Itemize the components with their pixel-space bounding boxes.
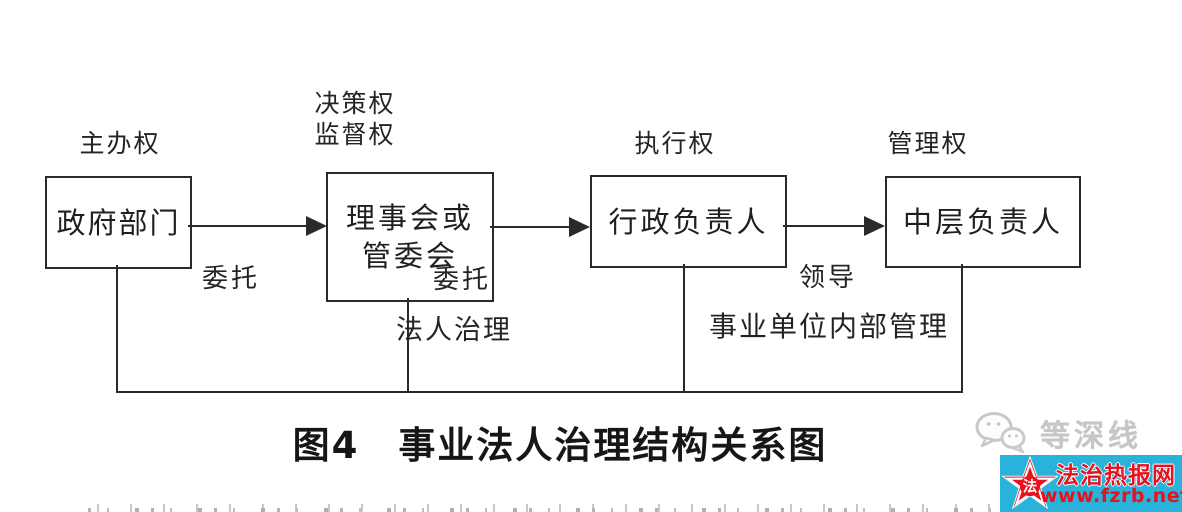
edge-label-entrust-2: 委托 — [432, 265, 491, 295]
site-badge-name: 法治热报网 — [1056, 463, 1176, 489]
connector-executive-drop — [683, 264, 685, 393]
arrowhead-icon — [569, 217, 590, 237]
site-badge-url: www.fzrb.net — [1040, 485, 1182, 507]
region-label-legal-governance: 法人治理 — [396, 315, 512, 346]
watermark-brand: 等深线 — [1040, 419, 1142, 454]
star-law-icon: 法 — [1001, 456, 1059, 510]
node-executive: 行政负责人 — [590, 175, 787, 268]
authority-label-council: 决策权 监督权 — [300, 88, 410, 150]
edge-label-entrust-1: 委托 — [201, 264, 260, 294]
arrowhead-icon — [864, 216, 885, 236]
site-badge: 法 法治热报网 www.fzrb.net — [1000, 455, 1182, 512]
node-council: 理事会或 管委会 — [326, 172, 494, 302]
arrow-executive-to-middle — [783, 225, 867, 227]
node-middle-manager-label: 中层负责人 — [902, 205, 1063, 239]
connector-government-drop — [116, 265, 118, 393]
edge-label-lead: 领导 — [798, 263, 857, 293]
authority-label-council-line2: 监督权 — [314, 120, 396, 149]
chat-bubbles-icon — [975, 412, 1026, 454]
figure-caption: 图4 事业法人治理结构关系图 — [292, 424, 828, 467]
authority-label-middle-manager: 管理权 — [887, 129, 969, 158]
region-label-internal-management: 事业单位内部管理 — [708, 310, 949, 343]
authority-label-council-line1: 决策权 — [314, 89, 396, 118]
authority-label-executive: 执行权 — [634, 129, 716, 158]
arrow-government-to-council — [188, 225, 308, 227]
star-character: 法 — [1023, 477, 1038, 495]
connector-middle-drop — [961, 264, 963, 391]
node-council-label-line2: 管委会 — [361, 239, 458, 273]
authority-label-government: 主办权 — [79, 129, 161, 158]
node-government: 政府部门 — [45, 176, 192, 269]
arrow-council-to-executive — [490, 226, 572, 228]
node-executive-label: 行政负责人 — [608, 204, 769, 239]
arrowhead-icon — [306, 216, 327, 236]
watermark: 等深线 — [972, 410, 1142, 456]
node-council-label-line1: 理事会或 — [345, 201, 474, 235]
connector-bottom-line — [116, 391, 963, 393]
node-middle-manager: 中层负责人 — [885, 176, 1081, 268]
connector-council-drop — [407, 298, 409, 393]
cutoff-text-fragments — [88, 504, 1010, 512]
node-government-label: 政府部门 — [56, 205, 181, 240]
